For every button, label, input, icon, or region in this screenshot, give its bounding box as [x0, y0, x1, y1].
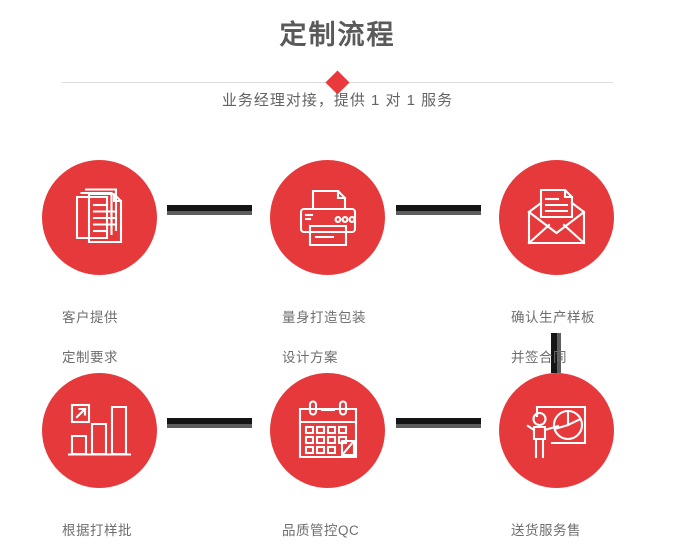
presenter-pie-chart-icon — [525, 399, 589, 463]
step-5-circle[interactable] — [270, 373, 385, 488]
connector-step5-step6 — [396, 418, 481, 428]
connector-step2-step3 — [396, 205, 481, 215]
bar-chart-growth-icon — [67, 399, 132, 463]
step-6-caption-line1: 送货服务售 — [511, 523, 581, 538]
connector-bar — [396, 418, 481, 424]
page-title: 定制流程 — [279, 20, 396, 50]
step-3-circle[interactable] — [499, 160, 614, 275]
step-3-caption-line2: 并签合同 — [511, 350, 567, 365]
connector-step4-step5 — [167, 418, 252, 428]
step-4-circle[interactable] — [42, 373, 157, 488]
connector-bar — [167, 418, 252, 424]
connector-bar — [396, 205, 481, 211]
connector-step3-step6 — [551, 333, 561, 373]
connector-bar-shadow — [167, 211, 252, 215]
connector-bar-shadow — [167, 424, 252, 428]
calendar-check-icon — [296, 399, 360, 463]
step-3-caption-line1: 确认生产样板 — [511, 310, 595, 325]
connector-bar-shadow — [396, 211, 481, 215]
step-6-circle[interactable] — [499, 373, 614, 488]
step-2-caption-line1: 量身打造包装 — [282, 310, 366, 325]
step-3-caption: 确认生产样板 并签合同 — [511, 288, 595, 388]
title-divider — [62, 70, 613, 95]
step-5-caption-line1: 品质管控QC — [282, 523, 360, 538]
step-2-circle[interactable] — [270, 160, 385, 275]
connector-bar — [551, 333, 557, 373]
step-1-caption-line1: 客户提供 — [62, 310, 118, 325]
step-4-caption-line1: 根据打样批 — [62, 523, 132, 538]
step-1-caption-line2: 定制要求 — [62, 350, 118, 365]
connector-step1-step2 — [167, 205, 252, 215]
documents-stack-icon — [67, 185, 133, 251]
step-2-caption: 量身打造包装 设计方案 — [282, 288, 366, 388]
step-5-caption: 品质管控QC 全检 — [282, 501, 359, 550]
page-subtitle: 业务经理对接，提供 1 对 1 服务 — [221, 92, 454, 109]
step-1-circle[interactable] — [42, 160, 157, 275]
step-6-caption: 送货服务售 后跟踪 — [511, 501, 581, 550]
printer-icon — [295, 185, 361, 251]
step-2-caption-line2: 设计方案 — [282, 350, 338, 365]
connector-bar-shadow — [557, 333, 561, 373]
step-1-caption: 客户提供 定制要求 — [62, 288, 118, 388]
connector-bar — [167, 205, 252, 211]
step-4-caption: 根据打样批 量定做 — [62, 501, 132, 550]
connector-bar-shadow — [396, 424, 481, 428]
open-envelope-letter-icon — [524, 185, 590, 251]
